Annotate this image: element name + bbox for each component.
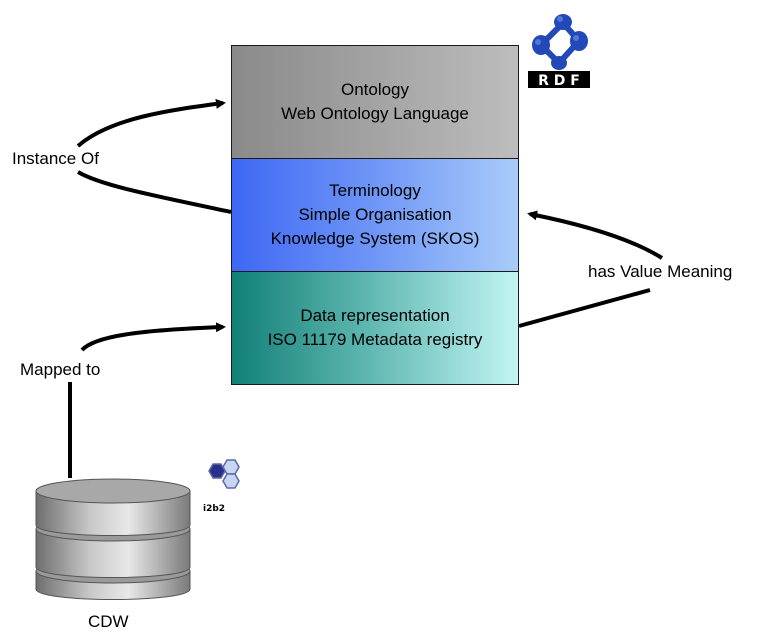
- database-icon: [35, 478, 191, 600]
- terminology-subtitle-2: Knowledge System (SKOS): [270, 229, 480, 248]
- instance-of-arrow-head-line: [76, 98, 226, 148]
- i2b2-logo-label: i2b2: [203, 504, 226, 514]
- instance-of-arrow: [76, 170, 232, 214]
- instance-of-label: Instance Of: [10, 149, 101, 169]
- rdf-logo-text: R D F: [538, 73, 580, 89]
- data-subtitle: ISO 11179 Metadata registry: [267, 330, 483, 349]
- terminology-layer: Terminology Simple Organisation Knowledg…: [231, 158, 519, 272]
- ontology-title: Ontology: [340, 80, 410, 99]
- data-representation-layer: Data representation ISO 11179 Metadata r…: [231, 271, 519, 385]
- has-value-meaning-line: [518, 288, 651, 328]
- i2b2-logo-icon: [208, 459, 240, 489]
- rdf-logo-icon: R D F: [527, 13, 591, 89]
- data-title: Data representation: [300, 306, 450, 325]
- ontology-subtitle: Web Ontology Language: [281, 104, 469, 123]
- mapped-to-arrow: [80, 322, 226, 352]
- ontology-layer: Ontology Web Ontology Language: [231, 45, 519, 159]
- has-value-meaning-label: has Value Meaning: [586, 262, 735, 282]
- terminology-subtitle-1: Simple Organisation: [298, 205, 452, 224]
- cdw-label: CDW: [88, 612, 129, 631]
- mapped-to-label: Mapped to: [18, 360, 103, 380]
- has-value-meaning-arrow: [527, 210, 664, 260]
- terminology-title: Terminology: [329, 181, 421, 200]
